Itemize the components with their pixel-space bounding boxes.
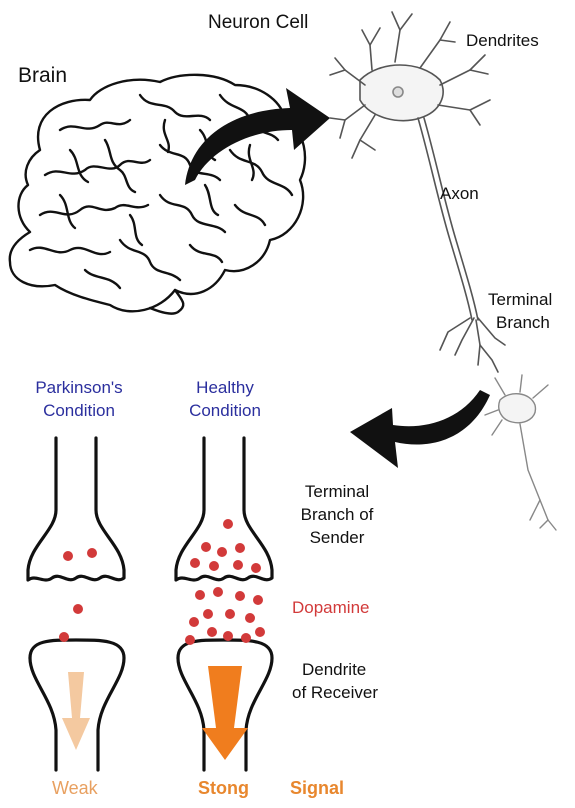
terminal-branch-label-line1: Terminal [488, 290, 552, 310]
dopamine-dot [203, 609, 213, 619]
weak-signal-arrow [62, 672, 90, 750]
dopamine-dot [201, 542, 211, 552]
receiver-label-line2: of Receiver [292, 683, 378, 703]
dopamine-dot [255, 627, 265, 637]
sender-label-line2: Branch of [282, 505, 392, 525]
strong-signal-label: Stong [198, 778, 249, 799]
brain-label: Brain [18, 64, 67, 88]
dopamine-dot [251, 563, 261, 573]
dendrites-label: Dendrites [466, 31, 539, 51]
axon-label: Axon [440, 184, 479, 204]
strong-signal-arrow [202, 666, 248, 760]
dopamine-dot [235, 543, 245, 553]
dopamine-dot [185, 635, 195, 645]
dopamine-dot [233, 560, 243, 570]
parkinsons-label-line2: Condition [14, 401, 144, 421]
dopamine-dot [213, 587, 223, 597]
weak-signal-label: Weak [52, 778, 98, 799]
dopamine-dot [87, 548, 97, 558]
sender-label-line1: Terminal [282, 482, 392, 502]
dopamine-dot [207, 627, 217, 637]
dopamine-dot [217, 547, 227, 557]
sender-terminal-parkinsons [28, 438, 124, 580]
dopamine-dot [189, 617, 199, 627]
dopamine-dot [245, 613, 255, 623]
dopamine-dot [225, 609, 235, 619]
parkinsons-label-line1: Parkinson's [14, 378, 144, 398]
dopamine-dot [253, 595, 263, 605]
dopamine-healthy [185, 519, 265, 645]
sender-label-line3: Sender [282, 528, 392, 548]
healthy-label-line1: Healthy [160, 378, 290, 398]
neuron-illustration [330, 12, 505, 372]
receiver-label-line1: Dendrite [302, 660, 366, 680]
terminal-branch-label-line2: Branch [496, 313, 550, 333]
signal-label: Signal [290, 778, 344, 799]
dopamine-dot [223, 631, 233, 641]
dopamine-dot [209, 561, 219, 571]
dopamine-dot [241, 633, 251, 643]
healthy-label-line2: Condition [160, 401, 290, 421]
curved-arrow-icon [350, 390, 490, 468]
dopamine-dot [190, 558, 200, 568]
dopamine-dot [59, 632, 69, 642]
dopamine-dot [73, 604, 83, 614]
dopamine-dot [63, 551, 73, 561]
dopamine-parkinsons [59, 548, 97, 642]
dopamine-dot [235, 591, 245, 601]
dopamine-dot [195, 590, 205, 600]
neuron-cell-label: Neuron Cell [208, 12, 308, 34]
brain-illustration [10, 75, 305, 314]
dopamine-dot [223, 519, 233, 529]
dopamine-label: Dopamine [292, 598, 370, 618]
receiving-neuron-illustration [485, 375, 556, 530]
curved-arrow-icon [185, 88, 330, 185]
sender-terminal-healthy [176, 438, 272, 580]
